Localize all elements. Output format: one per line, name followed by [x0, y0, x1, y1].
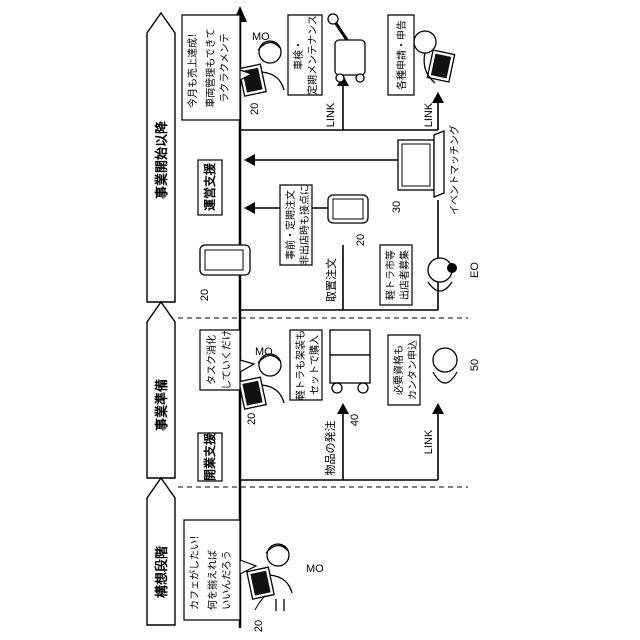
svg-text:車両管理もできて: 車両管理もできて: [204, 28, 217, 108]
mo-after-figure: [239, 41, 284, 96]
svg-text:タスク消化: タスク消化: [205, 335, 218, 385]
svg-text:ラクラクメンテ: ラクラクメンテ: [219, 33, 231, 103]
svg-text:セットで購入: セットで購入: [308, 335, 321, 395]
svg-text:非出店時も接点に: 非出店時も接点に: [298, 185, 311, 265]
terminal-concept-ref: 20: [253, 620, 265, 632]
link-label-top-left: LINK: [325, 102, 337, 127]
svg-text:各種申請・申告: 各種申請・申告: [395, 20, 408, 90]
svg-text:していくだけ: していくだけ: [221, 330, 233, 390]
phase-after-start-label: 事業開始以降: [154, 120, 170, 199]
after-connectors: [240, 75, 444, 310]
terminal-prep-ref: 20: [246, 413, 258, 425]
phase-banner: 構想段階 事業準備 事業開始以降: [147, 13, 175, 625]
maintenance-bubble: 車検・ 定期メンテナンス: [288, 15, 322, 95]
link-label-prep: LINK: [423, 429, 435, 454]
link-label-top-right: LINK: [423, 102, 435, 127]
svg-text:軽トラも架装も: 軽トラも架装も: [294, 330, 307, 400]
operation-support-label: 運営支援: [202, 162, 217, 211]
svg-text:何を揃えれば: 何を揃えれば: [206, 550, 219, 610]
mo-prep-label: MO: [255, 346, 273, 358]
agent-figure: [433, 348, 457, 383]
svg-text:カフェがしたい！: カフェがしたい！: [188, 530, 201, 610]
mo-concept-bubble: カフェがしたい！ 何を揃えれば いいんだろう: [184, 520, 256, 620]
agent-bubble: 必要資格も カンタン申込: [388, 335, 420, 405]
terminal-after-ref: 20: [249, 103, 261, 115]
mo-after-label: MO: [252, 31, 270, 43]
eo-bubble: 軽トラ市等 出店者募集: [380, 245, 412, 305]
phone-right-ref: 20: [355, 234, 367, 246]
phase-preparation-label: 事業準備: [154, 379, 170, 431]
svg-text:定期メンテナンス: 定期メンテナンス: [306, 15, 319, 95]
laptop-icon: [398, 131, 444, 197]
svg-text:必要資格も: 必要資格も: [392, 345, 405, 395]
svg-text:いいんだろう: いいんだろう: [221, 550, 233, 609]
startup-support-box: 開業支援: [198, 432, 222, 481]
phone-left-ref: 20: [199, 289, 211, 301]
admin-bubble: 各種申請・申告: [388, 15, 414, 95]
svg-text:事前・定期注文: 事前・定期注文: [284, 190, 297, 260]
phase-concept-label: 構想段階: [154, 546, 170, 598]
mo-after-bubble: 今月も売上達成！ 車両管理もできて ラクラクメンテ: [182, 15, 252, 120]
svg-text:カンタン申込: カンタン申込: [406, 340, 419, 400]
startup-support-label: 開業支援: [202, 432, 217, 481]
truck-ref: 40: [349, 414, 361, 426]
eo-label: EO: [469, 262, 481, 278]
event-matching-label: イベントマッチング: [448, 125, 461, 215]
admin-figure: [414, 31, 455, 83]
wrench-icon: [328, 14, 347, 40]
phone-bubble: 事前・定期注文 非出店時も接点に: [280, 185, 312, 265]
svg-text:車検・: 車検・: [292, 40, 305, 70]
prep-connectors: [240, 403, 444, 480]
eo-figure: [428, 258, 457, 291]
svg-text:軽トラ市等: 軽トラ市等: [384, 250, 397, 300]
phone-left-icon: [200, 245, 250, 275]
mo-concept-label: MO: [306, 563, 324, 575]
mo-concept-figure: [247, 544, 292, 611]
pc-ref: 30: [391, 201, 403, 213]
car-icon: [335, 40, 365, 82]
svg-text:出店者募集: 出店者募集: [398, 250, 411, 300]
agent-ref: 50: [469, 359, 481, 371]
truck-icon: [330, 330, 370, 393]
phone-right-icon: [328, 195, 368, 223]
operation-support-box: 運営支援: [198, 160, 222, 215]
svg-text:今月も売上達成！: 今月も売上達成！: [186, 28, 199, 108]
truck-bubble: 軽トラも架装も セットで購入: [290, 330, 322, 400]
goods-order-label: 物品の発注: [323, 421, 337, 476]
app-order-label: 取置注文: [324, 258, 338, 302]
